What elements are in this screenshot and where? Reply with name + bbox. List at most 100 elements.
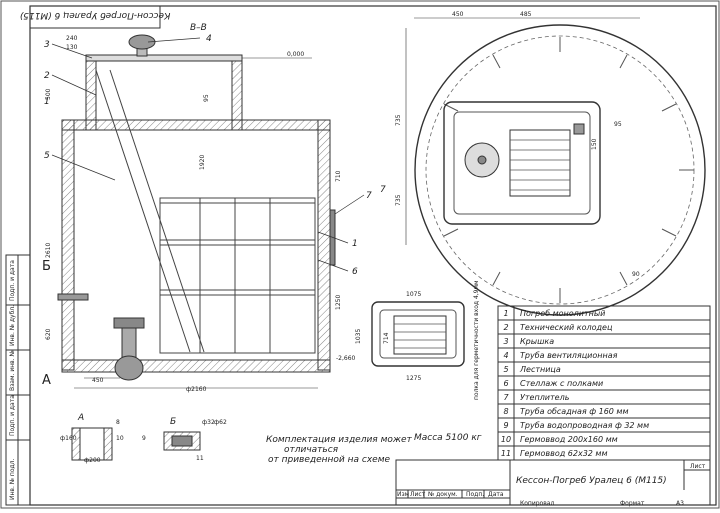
section-callouts: 3 4 2 1 5 1 6 7 Б А	[42, 34, 372, 388]
vent-cap	[128, 34, 156, 50]
component-name: Стеллаж с полками	[520, 379, 603, 388]
dim-b-32: ф32	[202, 419, 215, 426]
assembly-note: Комплектация изделия может отличаться от…	[266, 435, 413, 465]
dim-plan-95: 95	[614, 121, 622, 128]
dim-plan-485: 485	[520, 11, 532, 18]
dim-1250: 1250	[335, 295, 342, 310]
dim-500: 500	[45, 88, 52, 100]
detail-b-label: Б	[170, 417, 176, 427]
vertical-note: полка для герметичности вход 4,9мм	[473, 280, 480, 400]
dim-1035: 1035	[355, 329, 362, 344]
component-number: 10	[501, 435, 511, 444]
dim-plan-735b: 735	[395, 194, 402, 206]
mirrored-title: Кессон-Погреб Уралец 6 (М115)	[20, 10, 171, 20]
dim-240: 240	[66, 35, 78, 42]
side-stamp: Инв. № подл. Подп. и дата Взам. инв. № И…	[5, 254, 31, 506]
stamp-podp-date-1: Подп. и дата	[9, 395, 16, 436]
cover-plate	[85, 54, 243, 62]
level-zero: 0,000	[287, 51, 304, 58]
dim-plan-735a: 735	[395, 114, 402, 126]
mirror-title-box	[29, 5, 161, 29]
dim-a-8: 8	[116, 419, 120, 426]
marker-a: А	[42, 373, 51, 388]
dim-a-160: ф160	[60, 435, 77, 442]
callout-4: 4	[206, 34, 212, 44]
stamp-podp-date-2: Подп. и дата	[9, 260, 16, 301]
dim-plan-90: 90	[632, 271, 640, 278]
component-number: 3	[503, 337, 508, 346]
component-name: Погреб монолитный	[520, 309, 605, 318]
callout-3: 3	[44, 40, 50, 50]
component-name: Труба водопроводная ф 32 мм	[520, 421, 649, 430]
stamp-podp: Подп.	[466, 491, 484, 498]
component-name: Лестница	[519, 365, 561, 374]
dim-level-bottom: -2,660	[336, 355, 356, 362]
dim-620: 620	[45, 328, 52, 340]
table-rows: 1 Погреб монолитный 2 Технический колодец 3 К…	[498, 309, 710, 458]
plan-view	[414, 24, 706, 316]
component-number: 2	[503, 323, 508, 332]
component-name: Технический колодец	[520, 323, 613, 332]
stamp-inv-podl: Инв. № подл.	[9, 459, 16, 500]
note-line-2: отличаться	[284, 445, 339, 455]
callout-6: 6	[352, 267, 358, 277]
section-view	[57, 34, 336, 381]
plan-callout-7: 7	[380, 185, 386, 195]
dim-714: 714	[383, 332, 390, 344]
section-label: В–В	[190, 23, 207, 33]
marker-b: Б	[42, 259, 51, 274]
component-number: 1	[503, 309, 508, 318]
dim-plan-450: 450	[452, 11, 464, 18]
section-dimensions: 240 130 500 95 1920 2610 620 450 ф2160 7…	[45, 35, 356, 393]
dim-b-9: 9	[142, 435, 146, 442]
drawing-title: Кессон-Погреб Уралец 6 (М115)	[516, 476, 667, 486]
component-name: Труба вентиляционная	[520, 351, 618, 360]
leader-lines	[51, 37, 365, 272]
component-number: 6	[503, 379, 508, 388]
dim-95: 95	[203, 94, 210, 102]
dim-2610: 2610	[45, 243, 52, 258]
callout-1: 1	[352, 239, 358, 249]
dim-lines	[74, 57, 318, 389]
callout-7: 7	[366, 191, 372, 201]
stamp-doc: № докум.	[428, 491, 458, 498]
note-line-3: от приведенной на схеме	[268, 455, 391, 465]
stamp-izm: Изм	[397, 491, 409, 498]
dim-plan-150: 150	[591, 138, 598, 150]
component-name: Утеплитель	[520, 393, 570, 402]
shelving	[159, 197, 316, 354]
callout-5: 5	[44, 151, 50, 161]
format-label: Формат	[620, 500, 645, 507]
mass-label: Масса 5100 кг	[414, 433, 482, 443]
dim-710: 710	[335, 170, 342, 182]
component-number: 8	[503, 407, 508, 416]
title-block	[395, 459, 711, 506]
dim-130: 130	[66, 44, 78, 51]
component-number: 5	[503, 365, 508, 374]
dim-b-62: ф62	[214, 419, 227, 426]
dim-450: 450	[92, 377, 104, 384]
dim-1920: 1920	[199, 155, 206, 170]
plan-ribs	[443, 37, 694, 303]
dim-2160: ф2160	[186, 386, 207, 393]
plan-ladder	[509, 129, 571, 197]
component-name: Труба обсадная ф 160 мм	[520, 407, 629, 416]
shaft-top-view	[371, 301, 465, 367]
side-gland	[57, 293, 89, 301]
stamp-sheet: Лист	[690, 463, 706, 470]
note-line-1: Комплектация изделия может	[266, 435, 413, 445]
component-name: Гермоввод 200х160 мм	[520, 435, 618, 444]
ladder	[95, 69, 205, 353]
component-number: 11	[501, 449, 511, 458]
dim-1075: 1075	[406, 291, 421, 298]
component-number: 9	[503, 421, 508, 430]
detail-a-label: А	[77, 413, 84, 423]
component-name: Крышка	[520, 337, 554, 346]
stamp-labels: Изм Лист № докум. Подп. Дата Лист	[397, 463, 706, 498]
shaft-dimensions: 1075 1035 1275 714	[355, 291, 421, 382]
detail-b: Б 9 11 ф32 ф62	[142, 417, 227, 462]
stamp-vzam: Взам. инв. №	[9, 350, 16, 391]
